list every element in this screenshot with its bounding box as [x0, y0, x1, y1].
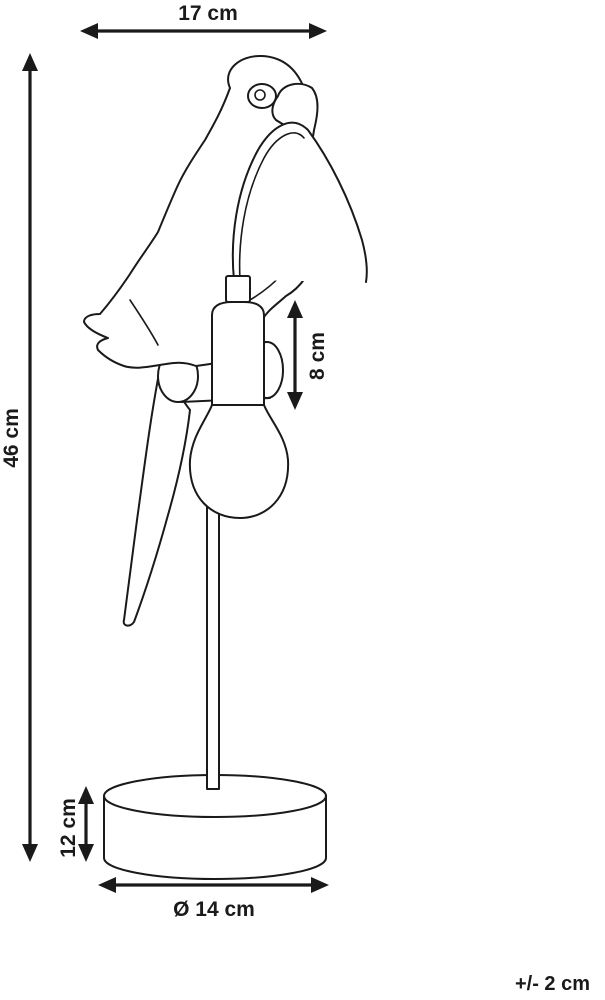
parrot-eye	[247, 83, 277, 109]
dimension-height: 46 cm	[0, 53, 38, 862]
dimension-base-height: 12 cm	[57, 786, 94, 862]
lamp-rod	[206, 504, 220, 790]
lamp-cable	[231, 121, 368, 283]
socket-height-label: 8 cm	[306, 332, 329, 380]
base-height-label: 12 cm	[57, 798, 80, 858]
tolerance-label: +/- 2 cm	[515, 973, 590, 995]
base-diameter-label: Ø 14 cm	[173, 898, 255, 921]
width-label: 17 cm	[178, 2, 238, 25]
parrot-tail	[122, 367, 191, 627]
dimension-socket-height: 8 cm	[287, 300, 329, 410]
lamp-socket	[211, 275, 265, 406]
dimension-width: 17 cm	[80, 2, 327, 39]
dimension-base-diameter: Ø 14 cm	[98, 877, 329, 921]
height-label: 46 cm	[0, 408, 23, 468]
lamp-base	[103, 774, 327, 880]
parrot-lamp-illustration	[83, 54, 368, 880]
light-bulb	[188, 404, 290, 519]
